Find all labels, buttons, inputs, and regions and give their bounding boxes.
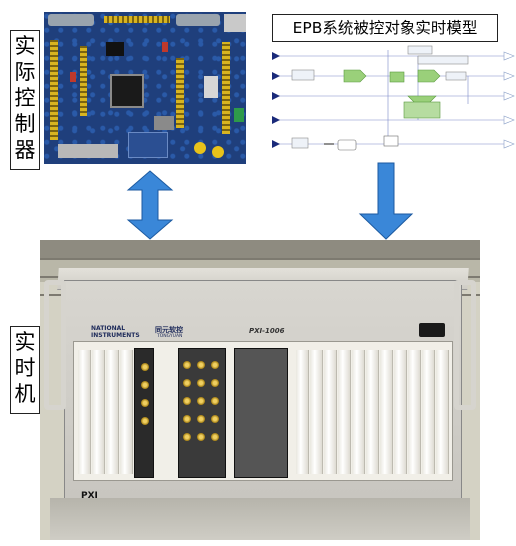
controller-label: 实 际 控 制 器 [10,30,40,170]
realtime-machine-photo: NATIONAL INSTRUMENTS 同元软控 TONGYUAN PXI-1… [40,240,480,540]
realtime-label-char: 机 [14,382,36,406]
realtime-machine-label: 实 时 机 [10,326,40,414]
model-title: EPB系统被控对象实时模型 [272,14,498,42]
controller-label-char: 控 [14,86,36,110]
bidirectional-arrow [126,170,174,240]
ni-logo-line2: INSTRUMENTS [91,332,140,339]
down-arrow-shape [358,162,414,240]
controller-label-char: 实 [14,34,36,58]
tongyuan-logo: 同元软控 [155,326,183,334]
model-diagram [268,44,516,162]
controller-label-char: 制 [14,112,36,136]
controller-board-photo [44,12,246,164]
controller-label-char: 器 [14,138,36,162]
chassis-model: PXI-1006 [249,327,285,335]
ni-logo-line1: NATIONAL [91,325,126,332]
bidirectional-arrow-shape [126,170,174,240]
realtime-label-char: 时 [14,356,36,380]
controller-label-char: 际 [14,60,36,84]
pxi-logo: PXI [81,491,98,501]
tongyuan-logo-en: TONGYUAN [157,334,183,339]
down-arrow [358,162,414,240]
realtime-label-char: 实 [14,330,36,354]
